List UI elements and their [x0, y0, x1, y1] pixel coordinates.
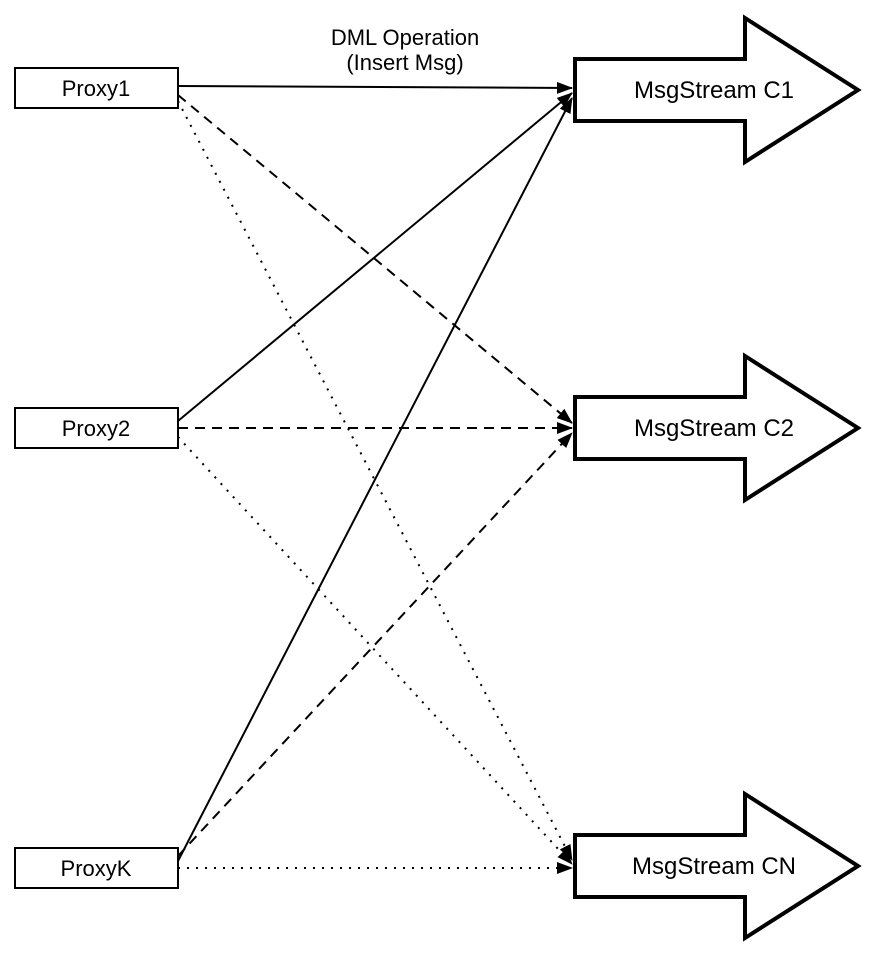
proxy-node-2: Proxy2: [14, 407, 179, 449]
msgstream-cn-label: MsgStream CN: [632, 853, 796, 880]
proxy-node-k: ProxyK: [14, 847, 179, 889]
diagram-title-line2: (Insert Msg): [346, 50, 463, 75]
proxyk-box: [14, 847, 179, 889]
connection-proxy1-msgstream-c1: [177, 81, 573, 94]
proxy2-label: Proxy2: [62, 416, 130, 441]
msgstream-cn-arrow-shape: [573, 790, 862, 942]
connection-lines: [177, 81, 573, 874]
msgstream-c2-label: MsgStream C2: [634, 415, 794, 442]
msgstream-node-cn: MsgStream CN: [573, 790, 862, 942]
connection-proxyk-msgstream-c1: [177, 97, 573, 862]
msgstream-c2-arrow-shape: [573, 352, 862, 504]
connection-proxy1-msgstream-c2: [177, 94, 573, 424]
proxyk-label: ProxyK: [61, 856, 132, 881]
msgstream-node-c1: MsgStream C1: [573, 14, 862, 166]
connection-proxyk-msgstream-c2: [177, 432, 573, 857]
diagram-title: DML Operation (Insert Msg): [331, 25, 479, 75]
proxy-node-1: Proxy1: [14, 67, 179, 109]
connection-proxy2-msgstream-c1: [177, 92, 573, 422]
msgstream-c1-label: MsgStream C1: [634, 77, 794, 104]
proxy1-box: [14, 67, 179, 109]
connection-proxy1-msgstream-cn: [177, 100, 573, 861]
proxy1-label: Proxy1: [62, 76, 130, 101]
msgstream-c1-arrow-shape: [573, 14, 862, 166]
msgstream-node-c2: MsgStream C2: [573, 352, 862, 504]
connection-proxy2-msgstream-cn: [177, 436, 573, 865]
proxy2-box: [14, 407, 179, 449]
diagram-title-line1: DML Operation: [331, 25, 479, 50]
